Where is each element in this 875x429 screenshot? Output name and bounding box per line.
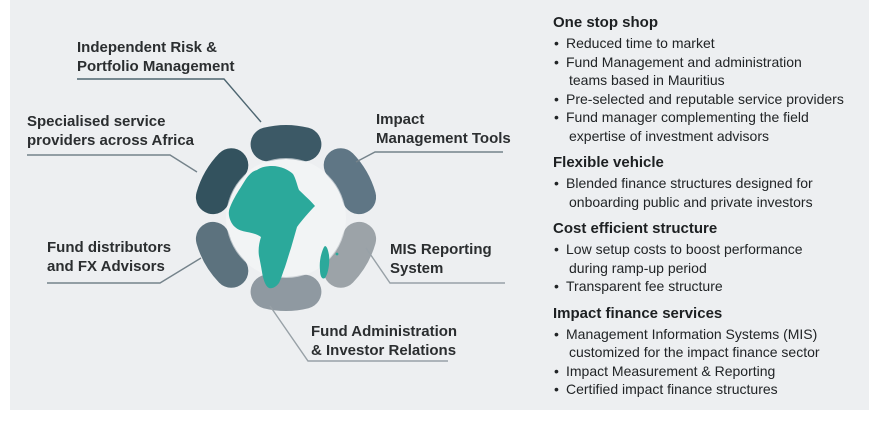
- segment-top: [250, 125, 322, 162]
- label-line: providers across Africa: [27, 132, 195, 149]
- label-line: Impact: [376, 111, 425, 128]
- connector-fund-admin: [269, 305, 448, 362]
- bullet-list: Reduced time to marketFund Management an…: [553, 34, 875, 145]
- bullet-line: teams based in Mauritius: [569, 72, 725, 88]
- benefits-panel: One stop shopReduced time to marketFund …: [553, 13, 875, 399]
- label-line: Independent Risk &: [77, 39, 218, 56]
- label-independent-risk: Independent Risk & Portfolio Management: [77, 38, 235, 76]
- section-title: Cost efficient structure: [553, 220, 718, 237]
- bullet-line: Pre-selected and reputable service provi…: [566, 90, 844, 107]
- label-line: Fund distributors: [47, 239, 172, 256]
- connector-specialised: [27, 154, 198, 173]
- label-fund-distributors: Fund distributors and FX Advisors: [47, 238, 171, 276]
- bullet-line: customized for the impact finance sector: [569, 344, 820, 360]
- label-line: Portfolio Management: [77, 58, 235, 75]
- bullet-line: Impact Measurement & Reporting: [566, 362, 776, 379]
- bullet-item: Fund Management and administration teams …: [553, 53, 875, 90]
- bullet-list: Management Information Systems (MIS) cust…: [553, 325, 875, 399]
- bullet-line: Fund Management and administration: [566, 53, 802, 70]
- bullet-line: Reduced time to market: [566, 35, 715, 51]
- segment-lower-right: [323, 221, 377, 288]
- bullet-line: Certified impact finance structures: [566, 381, 778, 397]
- connector-fund-distributors: [47, 257, 202, 284]
- bullet-line: Low setup costs to boost performance: [566, 241, 803, 257]
- bullet-item: Pre-selected and reputable service provi…: [553, 90, 875, 109]
- section-title: One stop shop: [553, 14, 658, 31]
- bullet-item: Blended finance structures designed for o…: [553, 174, 875, 211]
- label-specialised-service: Specialised service providers across Afr…: [27, 112, 194, 150]
- label-fund-admin: Fund Administration & Investor Relations: [311, 322, 457, 360]
- label-mis-reporting: MIS Reporting System: [390, 240, 492, 278]
- connector-independent: [77, 78, 262, 123]
- section-title: Flexible vehicle: [553, 154, 664, 171]
- bullet-line: expertise of investment advisors: [569, 127, 769, 144]
- bullet-line: Transparent fee structure: [566, 278, 723, 294]
- panel-section: Impact finance servicesManagement Inform…: [553, 304, 875, 399]
- label-line: & Investor Relations: [311, 342, 457, 359]
- bullet-item: Certified impact finance structures: [553, 380, 875, 399]
- panel-section: Cost efficient structureLow setup costs …: [553, 219, 875, 296]
- bullet-item: Management Information Systems (MIS) cust…: [553, 325, 875, 362]
- bullet-line: Blended finance structures designed for: [566, 175, 813, 191]
- label-impact-tools: Impact Management Tools: [376, 110, 511, 148]
- label-line: and FX Advisors: [47, 258, 165, 275]
- bullet-line: Management Information Systems (MIS): [566, 325, 818, 342]
- connector-mis-reporting: [365, 247, 505, 284]
- segment-upper-right: [323, 148, 377, 215]
- bullet-line: onboarding public and private investors: [569, 193, 813, 210]
- panel-section: One stop shopReduced time to marketFund …: [553, 13, 875, 145]
- segment-upper-left: [195, 148, 249, 215]
- bullet-item: Fund manager complementing the field expe…: [553, 108, 875, 145]
- label-line: Management Tools: [376, 130, 511, 147]
- island-dot-icon: [335, 252, 339, 256]
- africa-map-icon: [228, 166, 315, 289]
- label-line: MIS Reporting: [390, 241, 492, 258]
- bullet-item: Transparent fee structure: [553, 277, 875, 296]
- label-line: Specialised service: [27, 113, 166, 130]
- bullet-list: Low setup costs to boost performance duri…: [553, 240, 875, 296]
- label-line: Fund Administration: [311, 323, 458, 340]
- label-line: System: [390, 260, 444, 277]
- bullet-line: during ramp-up period: [569, 259, 707, 276]
- segment-bottom: [250, 274, 322, 311]
- bullet-list: Blended finance structures designed for o…: [553, 174, 875, 211]
- madagascar-icon: [319, 246, 330, 279]
- panel-section: Flexible vehicleBlended finance structur…: [553, 153, 875, 211]
- bullet-item: Low setup costs to boost performance duri…: [553, 240, 875, 277]
- section-title: Impact finance services: [553, 304, 723, 322]
- segment-lower-left: [195, 221, 249, 288]
- bullet-line: Fund manager complementing the field: [566, 109, 809, 125]
- bullet-item: Impact Measurement & Reporting: [553, 362, 875, 381]
- bullet-item: Reduced time to market: [553, 34, 875, 53]
- connector-impact-tools: [355, 151, 503, 163]
